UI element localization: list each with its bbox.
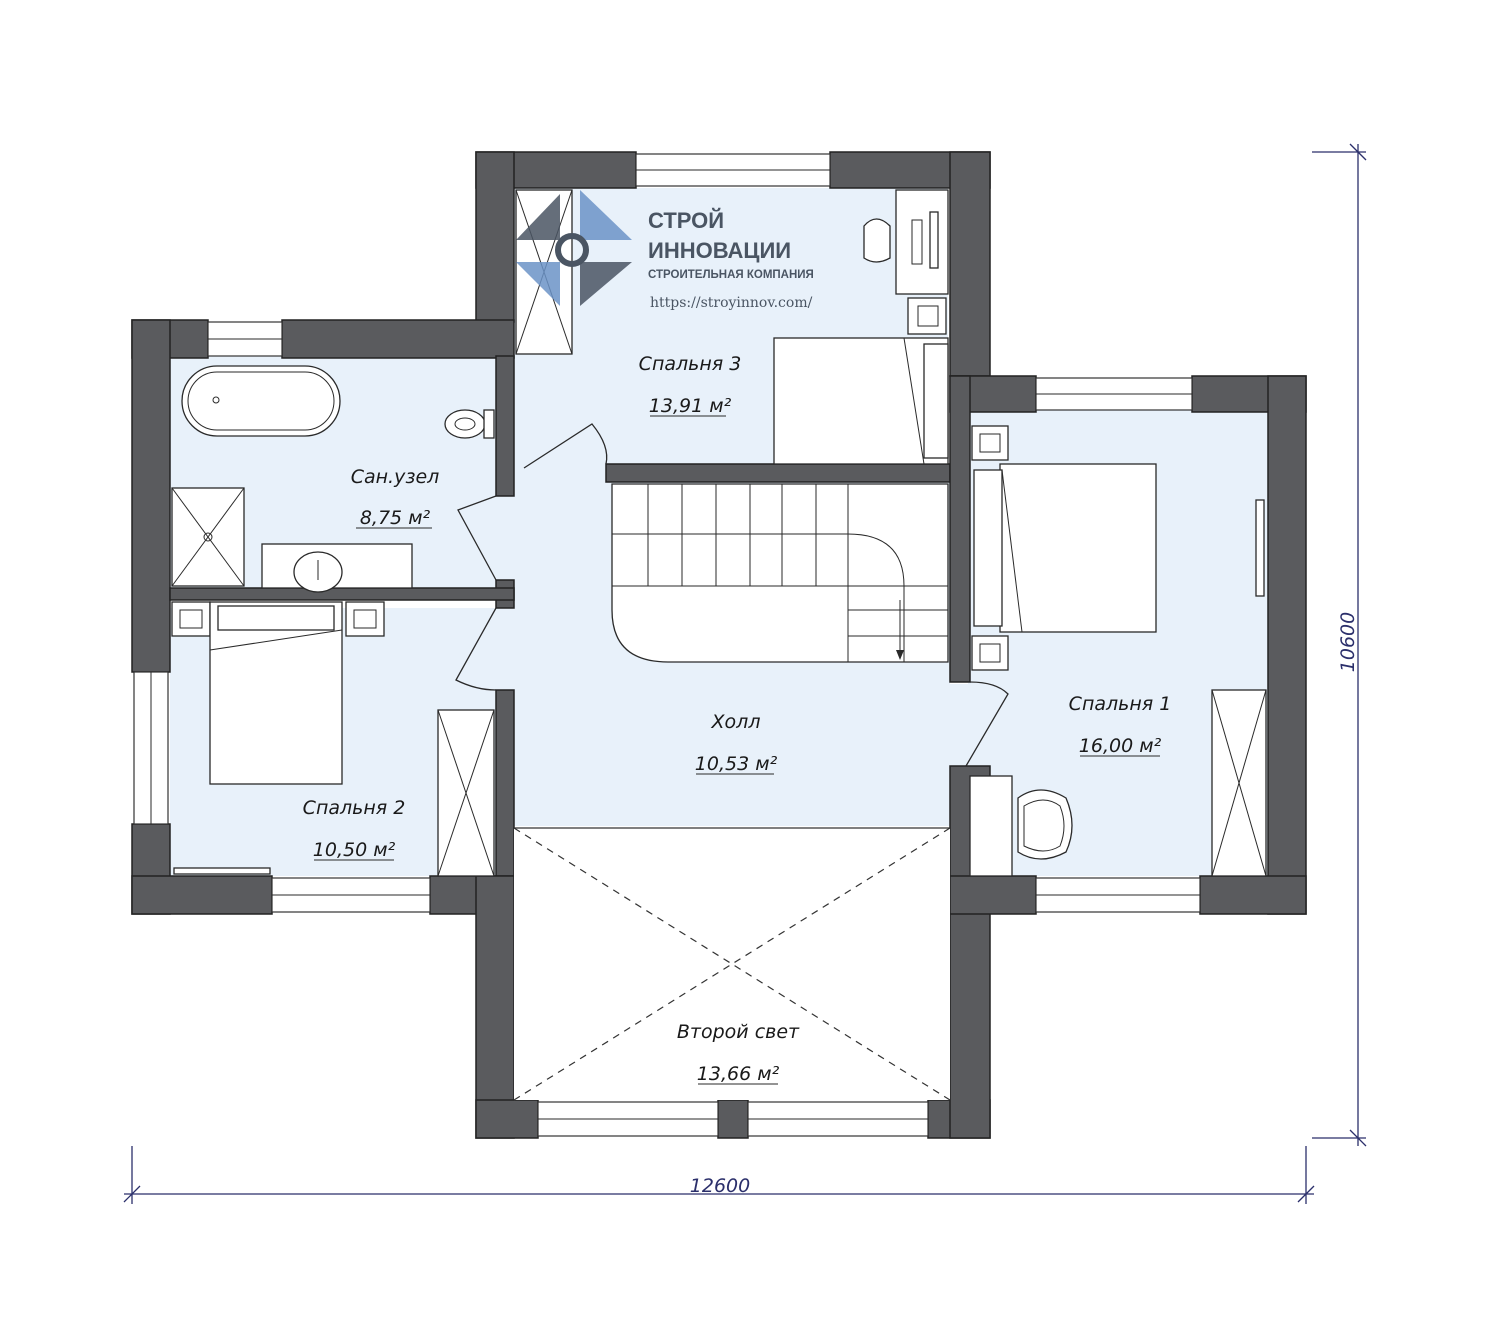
windows xyxy=(133,153,1201,1137)
room-name-bedroom2: Спальня 2 xyxy=(303,797,406,819)
logo-line2: ИННОВАЦИИ xyxy=(648,238,791,263)
logo-mark xyxy=(516,190,632,306)
room-name-second-light: Второй свет xyxy=(677,1021,800,1043)
doors xyxy=(455,423,1009,767)
room-name-bedroom3: Спальня 3 xyxy=(639,353,742,375)
dimension-height: 10600 xyxy=(1337,612,1359,672)
room-name-bathroom: Сан.узел xyxy=(351,466,440,488)
logo-line1: СТРОЙ xyxy=(648,208,724,233)
room-area-bedroom1: 16,00 м² xyxy=(1079,735,1162,757)
logo-subtitle: СТРОИТЕЛЬНАЯ КОМПАНИЯ xyxy=(648,269,814,281)
bedroom2-furniture xyxy=(171,601,495,877)
room-area-bathroom: 8,75 м² xyxy=(360,507,431,529)
room-area-bedroom2: 10,50 м² xyxy=(313,839,396,861)
room-area-second-light: 13,66 м² xyxy=(697,1063,780,1085)
staircase xyxy=(611,483,949,663)
bathroom-furniture xyxy=(171,365,495,593)
bedroom1-furniture xyxy=(969,425,1267,877)
dimension-width: 12600 xyxy=(690,1175,750,1197)
dimension-lines: 12600 10600 xyxy=(123,143,1367,1204)
second-light-void xyxy=(513,827,951,1101)
room-area-hall: 10,53 м² xyxy=(695,753,778,775)
room-name-hall: Холл xyxy=(711,711,761,733)
room-labels: Спальня 3 13,91 м² Сан.узел 8,75 м² Спал… xyxy=(303,353,1172,1085)
room-name-bedroom1: Спальня 1 xyxy=(1069,693,1172,715)
company-logo: СТРОЙ ИННОВАЦИИ СТРОИТЕЛЬНАЯ КОМПАНИЯ ht… xyxy=(516,190,814,311)
room-area-bedroom3: 13,91 м² xyxy=(649,395,732,417)
logo-url: https://stroyinnov.com/ xyxy=(650,295,813,311)
